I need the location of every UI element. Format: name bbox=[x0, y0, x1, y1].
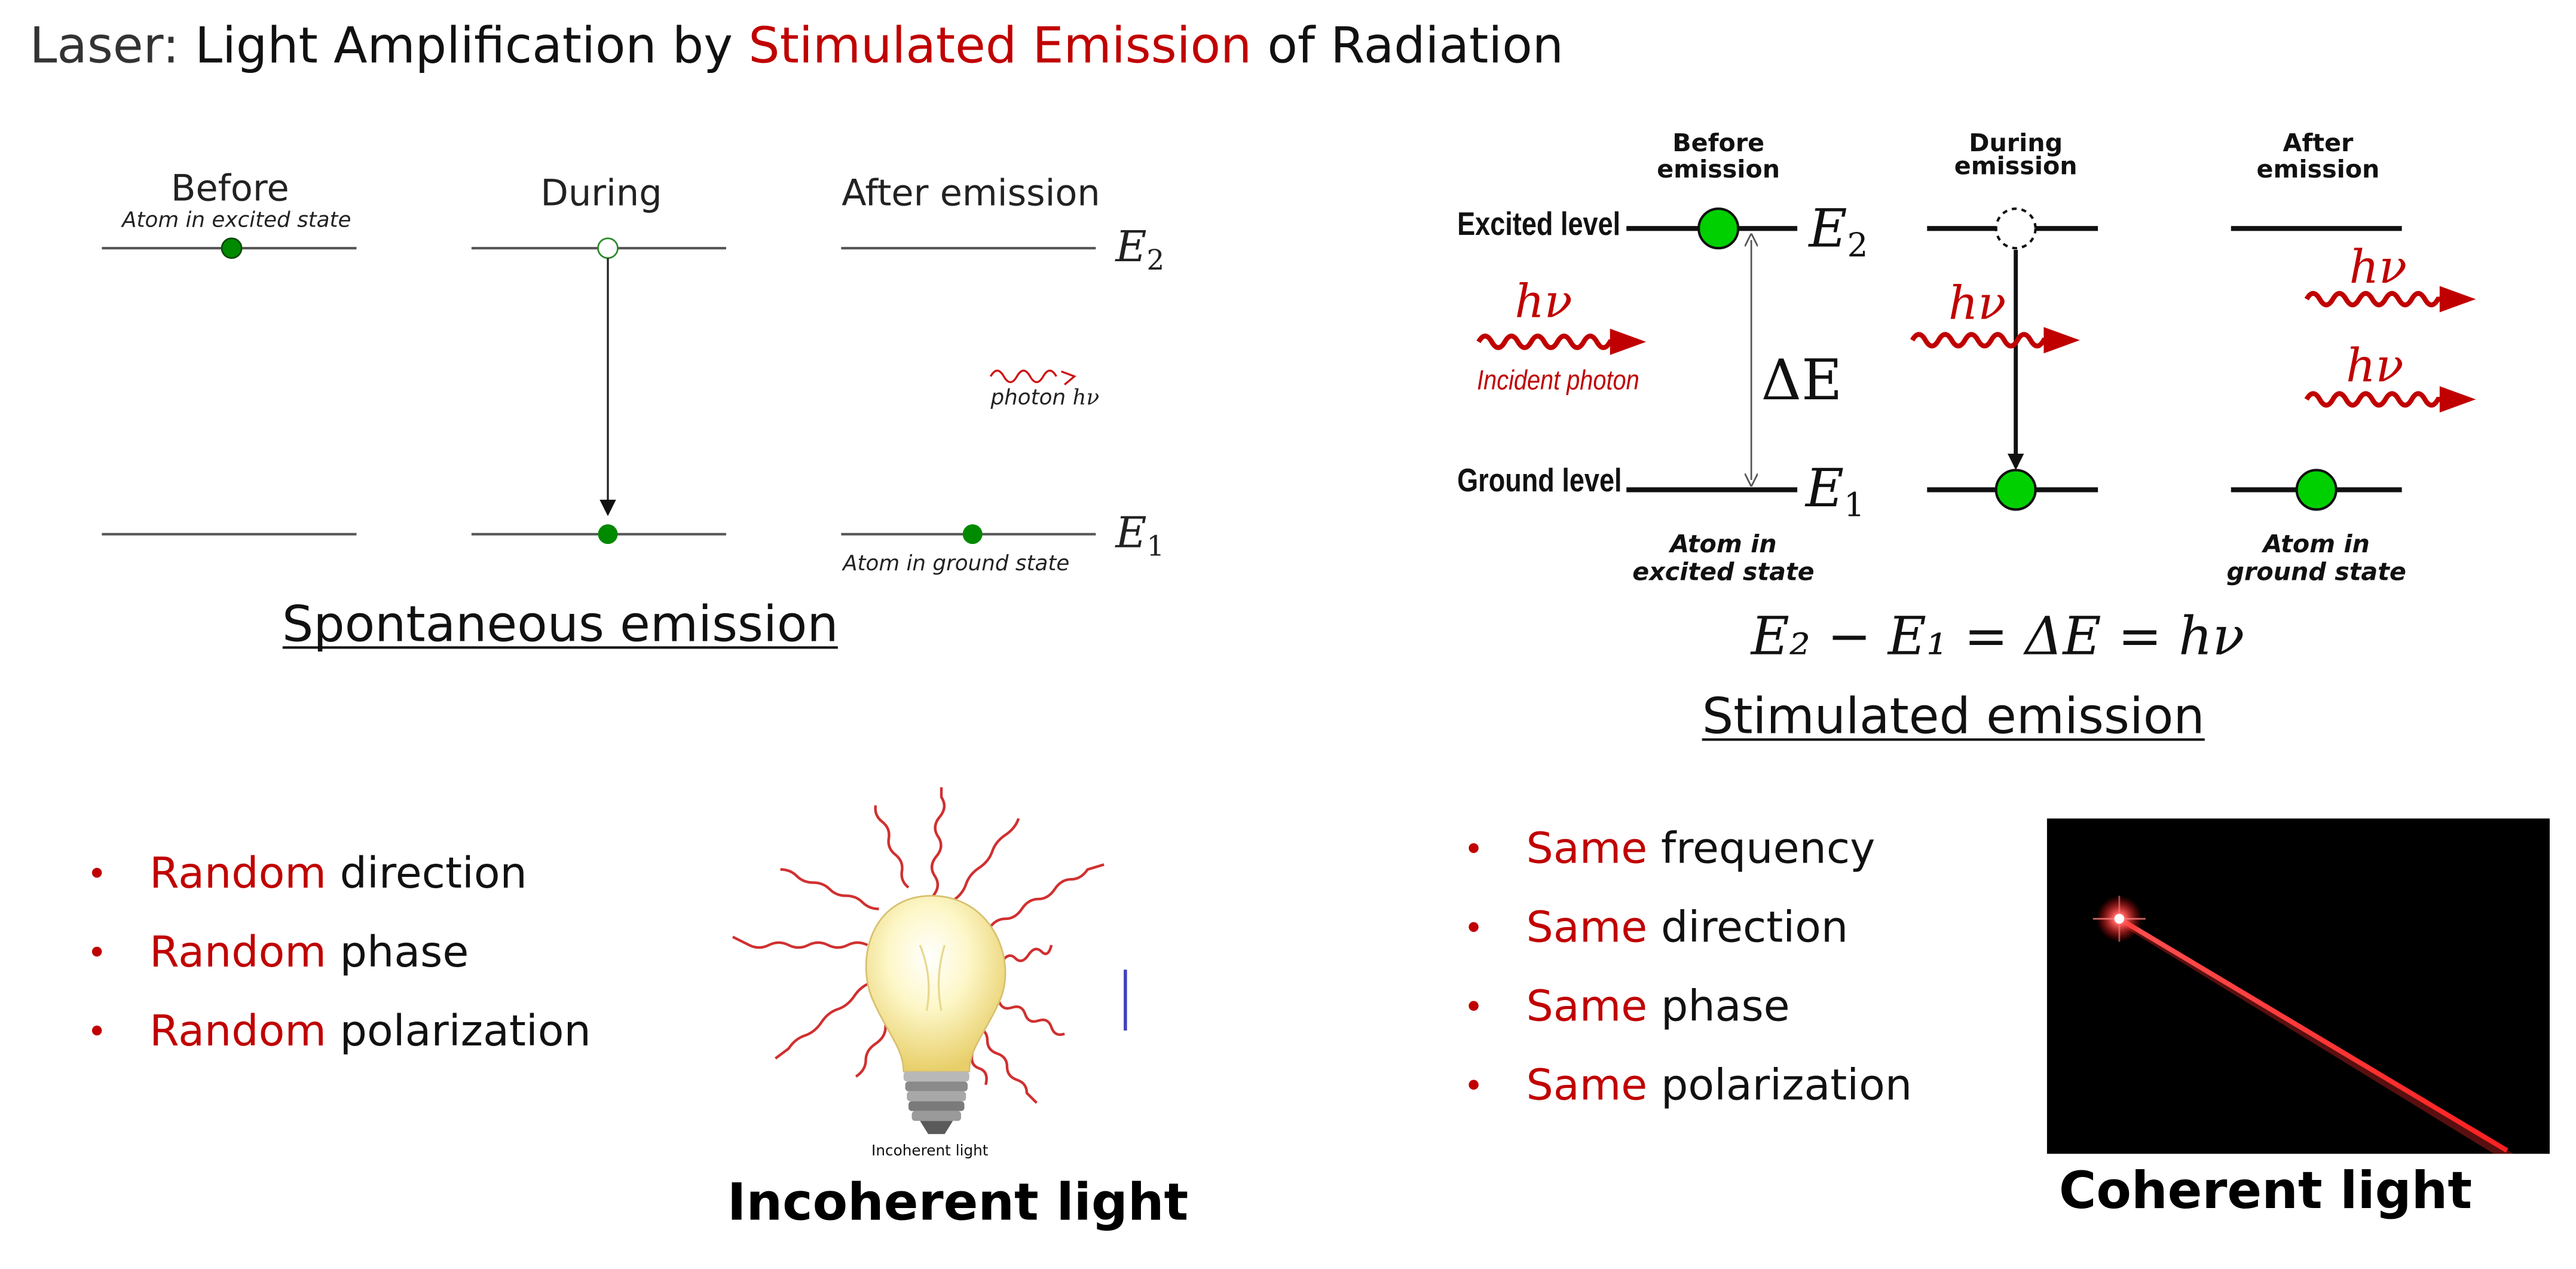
spont-e2-label: E2 bbox=[1114, 222, 1164, 277]
stim-during-arrowhead bbox=[2043, 327, 2080, 354]
stim-incident-wave bbox=[1476, 334, 1623, 350]
stim-after-label-1: After bbox=[2283, 129, 2354, 157]
bulb-glass bbox=[865, 895, 1006, 1073]
spont-after-label: After emission bbox=[842, 173, 1100, 215]
stim-before-atom bbox=[1697, 207, 1740, 250]
bulb-base-ring bbox=[907, 1091, 966, 1102]
laser-image-background bbox=[2046, 818, 2550, 1154]
incoherent-bullet-dot bbox=[91, 867, 102, 878]
spont-during-atom bbox=[598, 524, 618, 545]
stim-e2-label: E2 bbox=[1807, 197, 1868, 264]
stim-atom-excited-note-1: Atom in bbox=[1668, 530, 1776, 558]
stim-during-atom bbox=[1994, 469, 2037, 511]
stim-after-arrowhead-1 bbox=[2439, 286, 2476, 313]
incoherent-bullet-item: Random polarization bbox=[149, 1006, 591, 1056]
spont-during-empty-atom bbox=[597, 237, 619, 259]
coherent-bullet-item: Same frequency bbox=[1526, 824, 1876, 873]
bulb-caption: Incoherent light bbox=[871, 1142, 989, 1159]
coherent-caption: Coherent light bbox=[2059, 1161, 2472, 1221]
coherent-bullet-item: Same polarization bbox=[1526, 1060, 1913, 1110]
stimulated-diagram: Before emission During emission After em… bbox=[1457, 129, 2476, 745]
spont-ground-note: Atom in ground state bbox=[842, 551, 1069, 576]
stim-e1-label: E1 bbox=[1804, 457, 1865, 524]
bulb-base-tip bbox=[920, 1121, 953, 1135]
stim-during-label-1: During bbox=[1969, 129, 2063, 157]
stim-before-label-2: emission bbox=[1657, 155, 1780, 184]
spont-photon-arrowhead bbox=[1061, 370, 1076, 386]
stim-after-wave-2 bbox=[2304, 391, 2448, 408]
laser-source-point bbox=[2114, 913, 2125, 924]
stim-during-empty-atom bbox=[1994, 207, 2037, 250]
coherent-bullet-dot bbox=[1468, 1001, 1479, 1011]
coherent-bullet-list: Same frequency Same direction Same phase… bbox=[1468, 824, 1912, 1110]
stim-after-hv-1: hν bbox=[2349, 241, 2407, 294]
spont-during-label: During bbox=[540, 173, 662, 215]
incoherent-bullet-dot bbox=[91, 946, 102, 957]
stim-excited-level-label: Excited level bbox=[1457, 205, 1620, 242]
title-part-stimulated: Stimulated Emission bbox=[748, 17, 1252, 74]
title-part-light: Light Amplification by bbox=[195, 17, 748, 74]
stim-incident-label: Incident photon bbox=[1477, 365, 1639, 396]
spont-before-label: Before bbox=[171, 167, 289, 209]
laser-beam bbox=[2118, 916, 2508, 1153]
stim-atom-ground-note-2: ground state bbox=[2227, 558, 2406, 586]
stim-during-wave bbox=[1910, 332, 2057, 348]
coherent-bullet-dot bbox=[1468, 843, 1479, 854]
stim-equation: E₂ − E₁ = ΔE = hν bbox=[1750, 605, 2245, 666]
spont-photon-wave bbox=[990, 369, 1057, 383]
stim-after-atom bbox=[2295, 469, 2338, 511]
bulb-base-ring bbox=[905, 1081, 968, 1091]
stim-during-hv: hν bbox=[1948, 277, 2006, 330]
incoherent-bullet-item: Random phase bbox=[149, 927, 469, 977]
stim-atom-excited-note-2: excited state bbox=[1632, 558, 1814, 586]
bulb-base-ring bbox=[908, 1101, 965, 1111]
spont-e1-label: E1 bbox=[1114, 508, 1164, 563]
title-part-radiation: of Radiation bbox=[1268, 17, 1564, 74]
incoherent-bullet-dot bbox=[91, 1025, 102, 1036]
stim-after-arrowhead-2 bbox=[2439, 386, 2476, 413]
laser-beam-image bbox=[2046, 818, 2550, 1154]
spontaneous-diagram: Before Atom in excited state During Afte… bbox=[102, 167, 1164, 653]
coherent-bullet-item: Same phase bbox=[1526, 981, 1790, 1031]
incoherent-bullet-item: Random direction bbox=[149, 848, 527, 898]
bulb-filament bbox=[919, 944, 946, 1011]
stimulated-caption: Stimulated emission bbox=[1702, 687, 2205, 745]
spont-before-atom bbox=[221, 237, 243, 259]
stim-before-label-1: Before bbox=[1672, 129, 1764, 157]
stim-after-hv-2: hν bbox=[2346, 340, 2403, 393]
spont-before-sub: Atom in excited state bbox=[121, 207, 351, 232]
spont-photon-label: photon hν bbox=[990, 385, 1099, 409]
stim-after-label-2: emission bbox=[2257, 155, 2380, 184]
stim-during-label-2: emission bbox=[1954, 151, 2078, 180]
light-bulb-illustration: Incoherent light bbox=[732, 787, 1127, 1159]
coherent-bullet-item: Same direction bbox=[1526, 903, 1849, 952]
stim-atom-ground-note-1: Atom in bbox=[2261, 530, 2369, 558]
spont-after-atom bbox=[962, 524, 983, 545]
incoherent-bullet-list: Random direction Random phase Random pol… bbox=[91, 848, 591, 1056]
bulb-base-ring bbox=[903, 1071, 969, 1082]
title-part-laser: Laser: bbox=[29, 17, 195, 74]
incoherent-caption: Incoherent light bbox=[727, 1173, 1189, 1232]
stim-delta-e-label: ΔE bbox=[1761, 348, 1843, 413]
stim-incident-hv: hν bbox=[1515, 276, 1572, 329]
slide-title: Laser: Light Amplification by Stimulated… bbox=[29, 17, 1563, 74]
stim-incident-arrowhead bbox=[1610, 328, 1647, 355]
stim-ground-level-label: Ground level bbox=[1457, 461, 1622, 499]
stim-after-wave-1 bbox=[2304, 291, 2448, 308]
bulb-base-ring bbox=[911, 1111, 962, 1121]
spontaneous-caption: Spontaneous emission bbox=[282, 595, 839, 653]
bulb-rays bbox=[732, 787, 1105, 1104]
coherent-bullet-dot bbox=[1468, 922, 1479, 932]
coherent-bullet-dot bbox=[1468, 1080, 1479, 1090]
